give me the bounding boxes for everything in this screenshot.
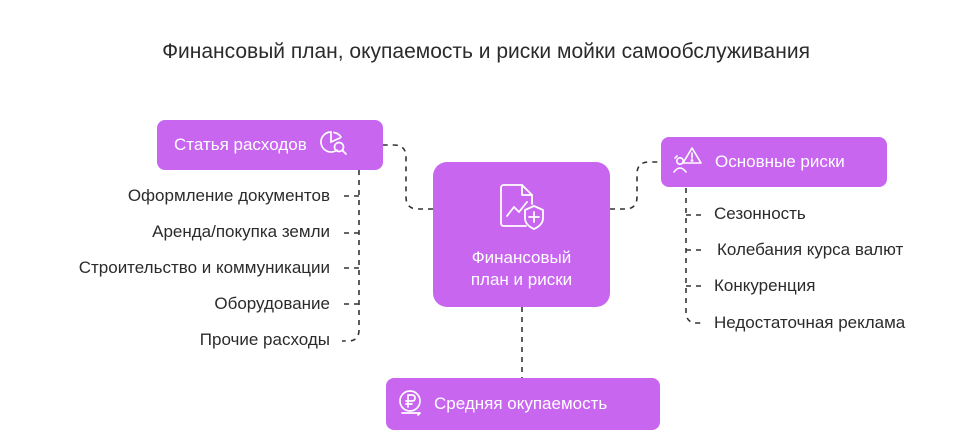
expense-item: Строительство и коммуникации <box>78 258 330 277</box>
risk-item: Конкуренция <box>714 276 816 295</box>
center-line-1: Финансовый <box>471 248 572 267</box>
center-line-2: план и риски <box>470 270 573 289</box>
expense-item: Оборудование <box>214 294 330 313</box>
risks-label: Основные риски <box>715 152 845 171</box>
center-text: Финансовый план и риски <box>447 247 597 291</box>
payback-label: Средняя окупаемость <box>434 394 608 413</box>
diagram-title: Финансовый план, окупаемость и риски мой… <box>162 40 810 63</box>
ruble-coin-icon <box>396 387 426 422</box>
connector-center-expenses <box>383 144 433 210</box>
expenses-label: Статья расходов <box>174 135 307 154</box>
expense-item: Аренда/покупка земли <box>152 222 330 241</box>
payback-box[interactable]: Средняя окупаемость <box>386 378 660 430</box>
warning-person-icon <box>672 145 704 180</box>
center-node[interactable]: Финансовый план и риски <box>433 162 610 307</box>
expense-item: Оформление документов <box>127 186 330 205</box>
connector-center-risks <box>610 161 661 210</box>
risks-box[interactable]: Основные риски <box>661 137 887 187</box>
risks-bracket <box>685 188 703 324</box>
risk-item: Колебания курса валют <box>717 240 904 259</box>
chart-shield-icon <box>496 182 548 237</box>
expense-item: Прочие расходы <box>199 330 330 349</box>
risk-item: Сезонность <box>714 204 806 223</box>
expenses-box[interactable]: Статья расходов <box>157 120 383 170</box>
expenses-bracket <box>342 170 360 342</box>
pie-chart-search-icon <box>319 128 349 163</box>
risk-item: Недостаточная реклама <box>714 313 906 332</box>
